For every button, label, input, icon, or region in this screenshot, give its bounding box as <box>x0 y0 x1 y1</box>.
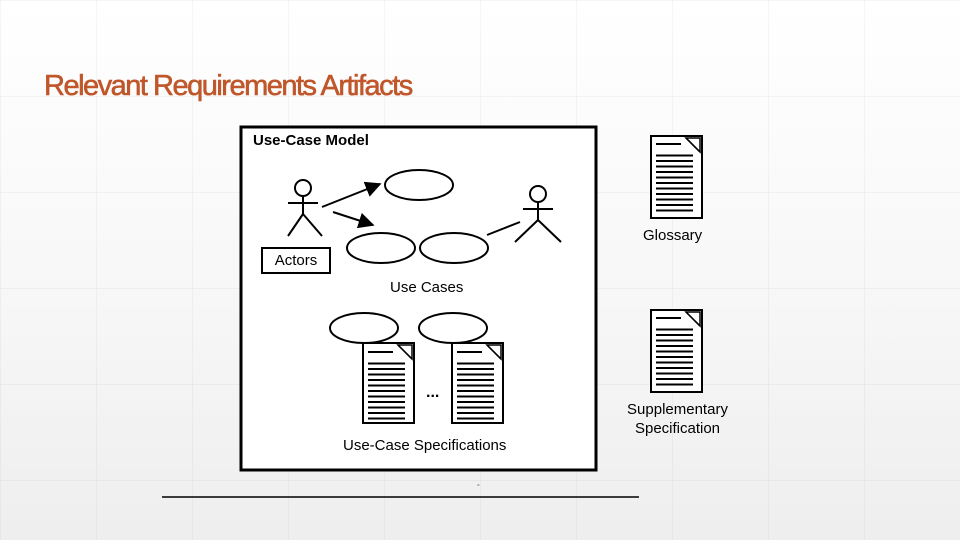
actor-icon-left <box>287 179 323 237</box>
association-line-3 <box>486 221 521 236</box>
use-case-ellipse-1 <box>384 169 454 201</box>
use-cases-label: Use Cases <box>390 279 464 296</box>
glossary-label: Glossary <box>643 227 703 244</box>
use-case-ellipse-4 <box>329 312 399 344</box>
document-icon-spec-1 <box>362 342 415 424</box>
document-icon-spec-2 <box>451 342 504 424</box>
use-case-ellipse-2 <box>346 232 416 264</box>
actor-icon-right <box>514 185 562 243</box>
slide-title: Relevant Requirements Artifacts <box>44 70 414 103</box>
footer-mark: ° <box>477 484 480 491</box>
actors-label: Actors <box>261 247 331 274</box>
use-case-model-title: Use-Case Model <box>253 132 369 149</box>
more-specs-ellipsis: ... <box>426 384 440 401</box>
use-case-specifications-label: Use-Case Specifications <box>343 437 507 454</box>
document-icon-glossary <box>650 135 703 219</box>
document-icon-supplementary <box>650 309 703 393</box>
use-case-ellipse-5 <box>418 312 488 344</box>
use-case-ellipse-3 <box>419 232 489 264</box>
supplementary-specification-label: Supplementary Specification <box>627 401 728 437</box>
association-arrow-2 <box>332 211 375 229</box>
association-arrow-1 <box>321 181 382 208</box>
